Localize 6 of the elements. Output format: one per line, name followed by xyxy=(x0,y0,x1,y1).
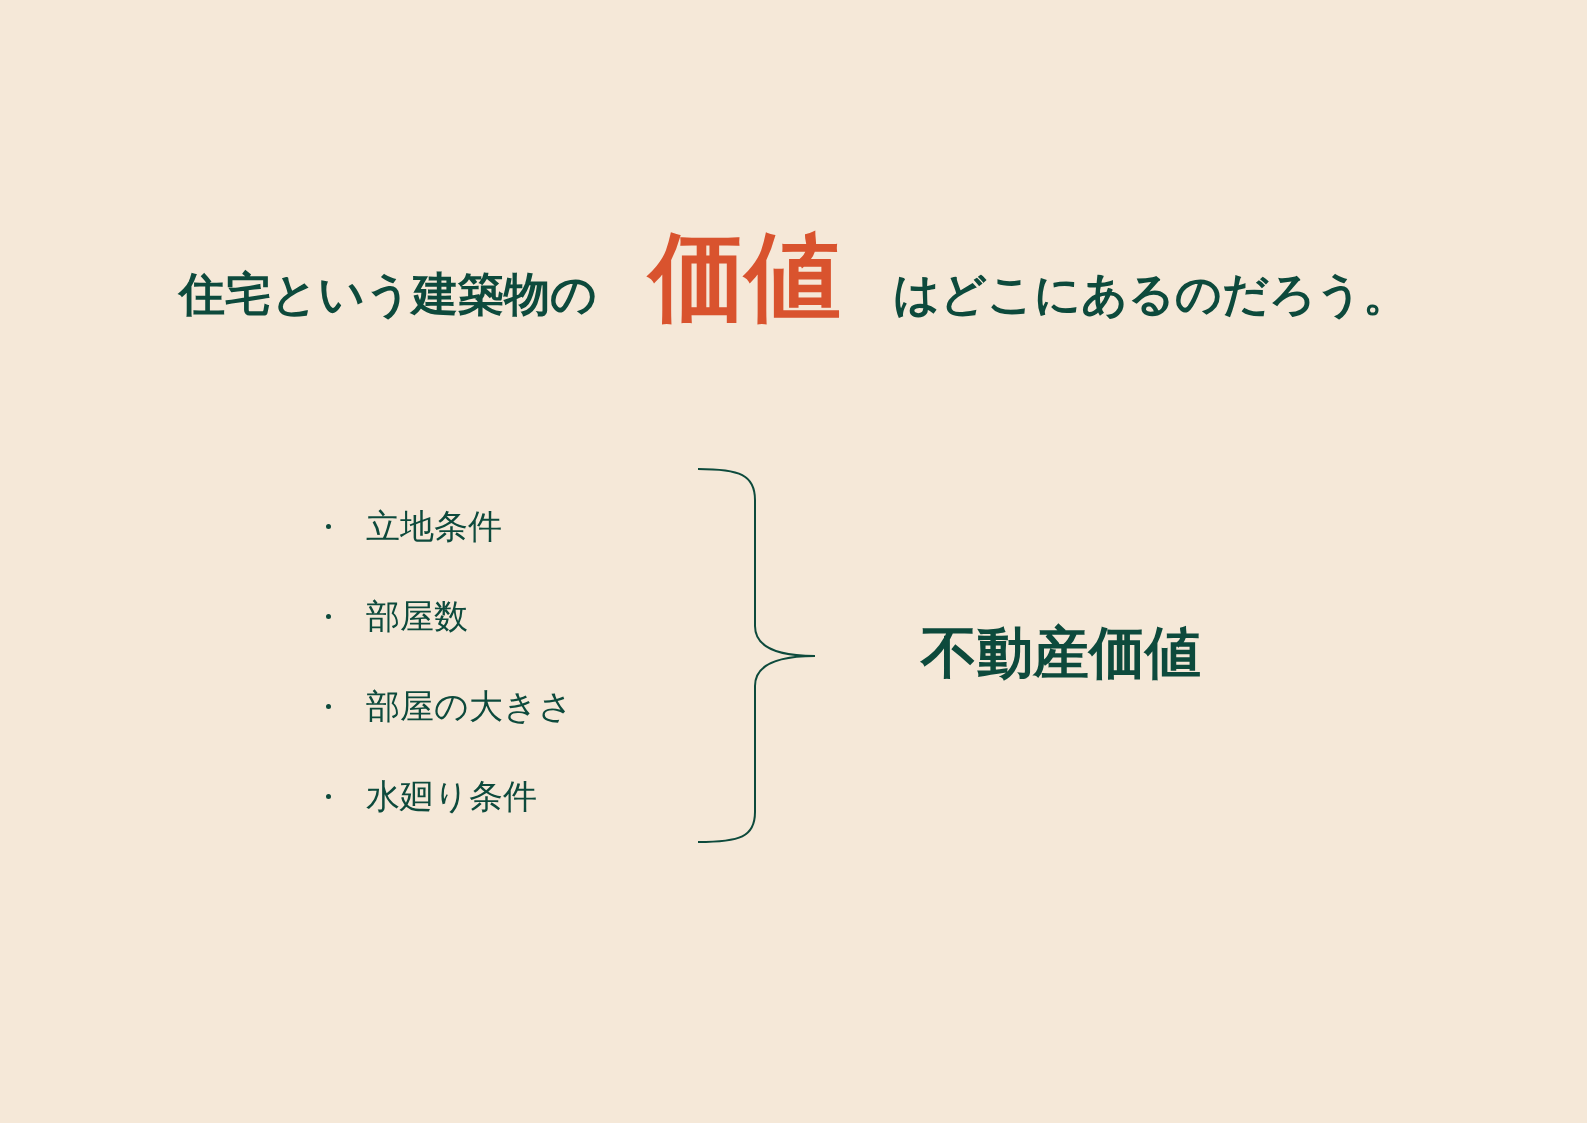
list-item: 部屋の大きさ xyxy=(366,685,573,728)
list-item: 立地条件 xyxy=(366,505,502,548)
list-item: 水廻り条件 xyxy=(366,775,537,818)
list-item: 部屋数 xyxy=(366,595,468,638)
title: 住宅という建築物の価値はどこにあるのだろう。 xyxy=(177,222,1410,335)
result-label: 不動産価値 xyxy=(921,619,1201,687)
